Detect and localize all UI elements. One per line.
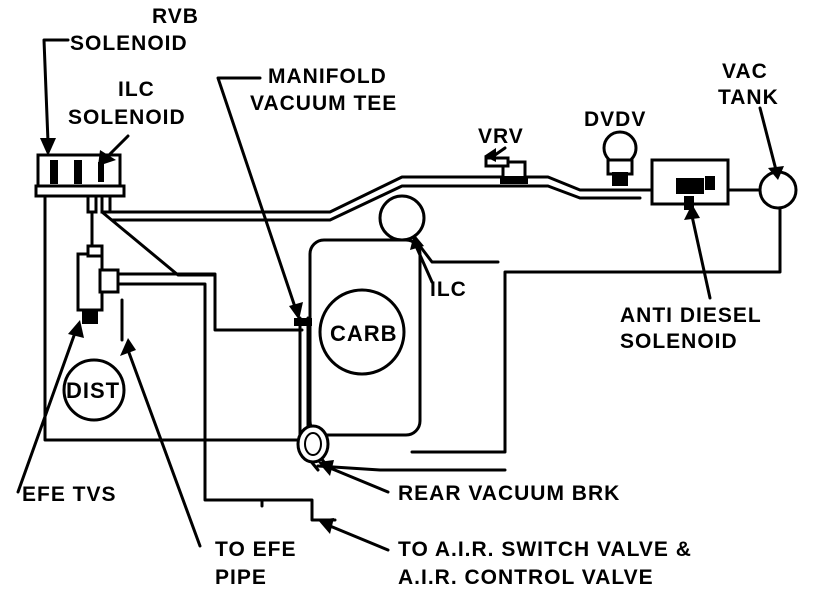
manifold-label-line2: VACUUM TEE <box>250 92 397 115</box>
rear-vacuum-break <box>296 424 330 464</box>
anti-diesel-label-line2: SOLENOID <box>620 330 738 353</box>
rvb-ilc-solenoid-block <box>34 153 126 214</box>
anti-diesel-label-line1: ANTI DIESEL <box>620 304 762 327</box>
ilc-solenoid-label-line2: SOLENOID <box>68 106 186 129</box>
dvdv-label: DVDV <box>584 108 646 131</box>
vac-tank-label-line2: TANK <box>718 86 779 109</box>
to-efe-pipe-label-line2: PIPE <box>215 566 267 589</box>
ilc-solenoid-label-line1: ILC <box>118 78 155 101</box>
ilc-label: ILC <box>430 278 467 301</box>
vrv-label: VRV <box>478 125 524 148</box>
to-air-label-line2: A.I.R. CONTROL VALVE <box>398 566 654 589</box>
to-air-label-line1: TO A.I.R. SWITCH VALVE & <box>398 538 692 561</box>
ilc-actuator <box>378 194 426 242</box>
carb-label: CARB <box>330 321 398 346</box>
distributor <box>62 358 126 422</box>
efe-tvs-label: EFE TVS <box>22 483 117 506</box>
to-efe-pipe-label-line1: TO EFE <box>215 538 296 561</box>
manifold-vacuum-tee <box>294 318 312 326</box>
carburetor <box>308 238 422 437</box>
leader-arrows <box>16 38 784 552</box>
dvdv-valve <box>602 130 638 186</box>
vac-tank-label-line1: VAC <box>722 60 768 83</box>
dist-label: DIST <box>66 378 120 403</box>
rvb-label-line2: SOLENOID <box>70 32 188 55</box>
rvb-label-line1: RVB <box>152 5 199 28</box>
vrv-valve <box>484 156 528 184</box>
labels: RVB SOLENOID ILC SOLENOID MANIFOLD VACUU… <box>22 5 779 589</box>
manifold-label-line1: MANIFOLD <box>268 65 387 88</box>
efe-tvs-sensor <box>76 244 120 324</box>
rear-vacuum-brk-label: REAR VACUUM BRK <box>398 482 620 505</box>
anti-diesel-solenoid <box>650 158 730 210</box>
